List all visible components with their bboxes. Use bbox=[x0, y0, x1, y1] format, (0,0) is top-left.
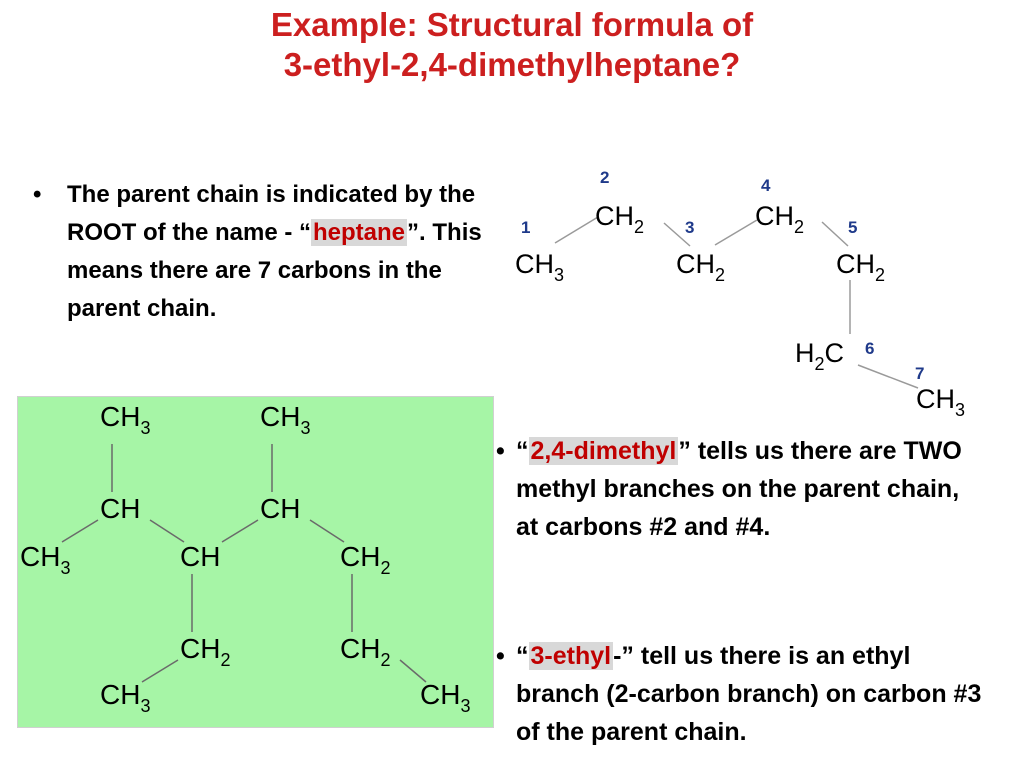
bullet-text-post: -” tell us there is an ethyl branch (2-c… bbox=[516, 642, 982, 746]
struct-ch2-c6: CH2 bbox=[340, 633, 391, 670]
carbon-number-7: 7 bbox=[915, 364, 925, 383]
highlight-dimethyl: 2,4-dimethyl bbox=[528, 437, 679, 465]
struct-ch-c2: CH bbox=[100, 493, 141, 524]
highlight-heptane: heptane bbox=[311, 219, 408, 246]
bullet-text-post: ” tells us there are TWO methyl branches… bbox=[516, 437, 962, 541]
carbon-number-1: 1 bbox=[521, 218, 531, 237]
chain-c1: CH3 bbox=[515, 249, 565, 285]
carbon-number-4: 4 bbox=[761, 176, 771, 195]
highlight-ethyl: 3-ethyl bbox=[528, 642, 614, 670]
struct-ch3-top-left: CH3 bbox=[100, 401, 151, 438]
struct-ch2-c5: CH2 bbox=[340, 541, 391, 578]
bullet-marker: • bbox=[496, 642, 505, 670]
bullet-text-pre: “ bbox=[516, 437, 529, 465]
chain-c7: CH3 bbox=[916, 384, 966, 420]
chain-c4: CH2 bbox=[755, 201, 805, 237]
chain-c5: CH2 bbox=[836, 249, 886, 285]
carbon-number-6: 6 bbox=[865, 339, 875, 358]
bullet-text-pre: The parent chain is indicated by the ROO… bbox=[67, 181, 476, 246]
chain-c6: H2C bbox=[795, 338, 845, 374]
slide-title-line-2: 3-ethyl-2,4-dimethylheptane? bbox=[283, 46, 741, 83]
struct-ch-c4: CH bbox=[260, 493, 301, 524]
bullet-ethyl: • “3-ethyl-” tell us there is an ethyl br… bbox=[496, 637, 996, 751]
struct-ch3-c7: CH3 bbox=[420, 679, 471, 716]
carbon-number-5: 5 bbox=[848, 218, 858, 237]
struct-ch2-ethyl: CH2 bbox=[180, 633, 231, 670]
slide-title-line-1: Example: Structural formula of bbox=[270, 6, 754, 43]
bullet-parent-chain: • The parent chain is indicated by the RO… bbox=[33, 176, 507, 328]
carbon-number-3: 3 bbox=[685, 218, 695, 237]
bullet-dimethyl: • “2,4-dimethyl” tells us there are TWO m… bbox=[496, 432, 986, 546]
struct-ch-c3: CH bbox=[180, 541, 221, 572]
struct-ch3-top-right: CH3 bbox=[260, 401, 311, 438]
struct-ch3-c1: CH3 bbox=[20, 541, 71, 578]
carbon-number-2: 2 bbox=[600, 168, 610, 187]
struct-ch3-ethyl-end: CH3 bbox=[100, 679, 151, 716]
bullet-marker: • bbox=[496, 437, 505, 465]
bullet-text-pre: “ bbox=[516, 642, 529, 670]
chain-c3: CH2 bbox=[676, 249, 726, 285]
bullet-text-post: ”. This means there are 7 carbons in the… bbox=[67, 219, 482, 322]
bullet-marker: • bbox=[33, 181, 42, 208]
chain-c2: CH2 bbox=[595, 201, 645, 237]
